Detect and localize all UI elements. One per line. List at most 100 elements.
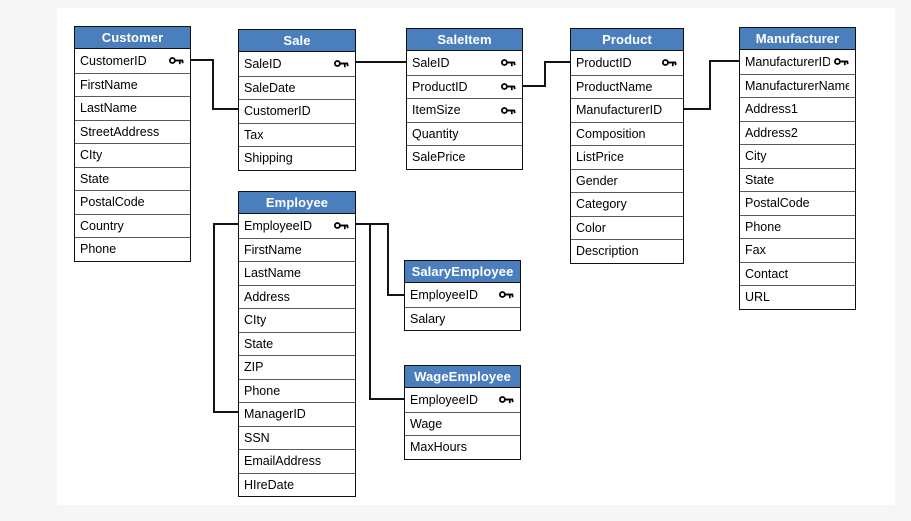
connector-employee-wageemployee[interactable] [356, 223, 405, 400]
field-row-wage[interactable]: Wage [405, 411, 520, 435]
field-label: LastName [80, 101, 137, 116]
field-row-zip[interactable]: ZIP [239, 355, 355, 379]
field-row-phone[interactable]: Phone [239, 378, 355, 402]
field-row-lastname[interactable]: LastName [239, 261, 355, 285]
field-row-manufacturerid[interactable]: ManufacturerID [740, 50, 855, 74]
field-row-category[interactable]: Category [571, 192, 683, 216]
field-row-maxhours[interactable]: MaxHours [405, 435, 520, 459]
field-row-state[interactable]: State [75, 166, 190, 190]
table-header-employee[interactable]: Employee [239, 192, 355, 214]
table-header-salaryemployee[interactable]: SalaryEmployee [405, 261, 520, 283]
field-label: State [80, 171, 110, 186]
field-row-city[interactable]: CIty [239, 308, 355, 332]
field-row-state[interactable]: State [740, 167, 855, 191]
field-row-tax[interactable]: Tax [239, 122, 355, 146]
field-row-postalcode[interactable]: PostalCode [740, 191, 855, 215]
field-row-employeeid[interactable]: EmployeeID [239, 214, 355, 238]
field-label: ManufacturerName [745, 78, 849, 93]
field-row-quantity[interactable]: Quantity [407, 121, 522, 145]
field-row-phone[interactable]: Phone [740, 214, 855, 238]
field-row-customerid[interactable]: CustomerID [239, 99, 355, 123]
connector-employee-salaryemployee[interactable] [356, 223, 405, 296]
field-row-address[interactable]: Address [239, 284, 355, 308]
field-label: Description [576, 244, 639, 259]
table-header-product[interactable]: Product [571, 29, 683, 51]
field-row-hiredate[interactable]: HIreDate [239, 472, 355, 496]
key-icon [499, 291, 514, 299]
field-row-description[interactable]: Description [571, 239, 683, 263]
field-label: Wage [410, 416, 443, 431]
field-label: SaleID [244, 56, 282, 71]
table-header-wageemployee[interactable]: WageEmployee [405, 366, 520, 388]
field-row-contact[interactable]: Contact [740, 261, 855, 285]
field-row-productname[interactable]: ProductName [571, 74, 683, 98]
field-row-fax[interactable]: Fax [740, 238, 855, 262]
field-label: SalePrice [412, 150, 466, 165]
field-row-manufacturername[interactable]: ManufacturerName [740, 73, 855, 97]
field-row-address1[interactable]: Address1 [740, 97, 855, 121]
field-row-phone[interactable]: Phone [75, 237, 190, 261]
field-row-url[interactable]: URL [740, 285, 855, 309]
field-label: Shipping [244, 151, 293, 166]
field-row-city[interactable]: City [740, 144, 855, 168]
table-header-customer[interactable]: Customer [75, 27, 190, 49]
table-header-manufacturer[interactable]: Manufacturer [740, 28, 855, 50]
field-row-shipping[interactable]: Shipping [239, 146, 355, 170]
key-icon [334, 222, 349, 230]
field-row-ssn[interactable]: SSN [239, 425, 355, 449]
table-header-sale[interactable]: Sale [239, 30, 355, 52]
field-row-customerid[interactable]: CustomerID [75, 49, 190, 73]
field-label: State [745, 172, 775, 187]
field-row-composition[interactable]: Composition [571, 121, 683, 145]
field-row-postalcode[interactable]: PostalCode [75, 190, 190, 214]
field-label: ProductName [576, 79, 653, 94]
table-header-saleitem[interactable]: SaleItem [407, 29, 522, 51]
field-row-saleid[interactable]: SaleID [239, 52, 355, 76]
field-label: ZIP [244, 360, 264, 375]
connector-saleitem-product[interactable] [522, 61, 571, 87]
field-row-city[interactable]: CIty [75, 143, 190, 167]
table-manufacturer[interactable]: Manufacturer ManufacturerID ManufacturerN… [739, 27, 856, 310]
field-row-saleid[interactable]: SaleID [407, 51, 522, 75]
field-row-productid[interactable]: ProductID [571, 51, 683, 75]
field-label: URL [745, 290, 771, 305]
connector-product-manufacturer[interactable] [683, 60, 740, 110]
field-row-listprice[interactable]: ListPrice [571, 145, 683, 169]
field-row-saledate[interactable]: SaleDate [239, 75, 355, 99]
field-row-country[interactable]: Country [75, 213, 190, 237]
field-row-emailaddress[interactable]: EmailAddress [239, 449, 355, 473]
field-row-firstname[interactable]: FirstName [75, 72, 190, 96]
key-icon [501, 83, 516, 91]
field-row-address2[interactable]: Address2 [740, 120, 855, 144]
field-label: Composition [576, 126, 646, 141]
field-row-lastname[interactable]: LastName [75, 96, 190, 120]
field-label: Phone [244, 383, 281, 398]
field-row-productid[interactable]: ProductID [407, 74, 522, 98]
field-row-employeeid[interactable]: EmployeeID [405, 283, 520, 307]
field-label: Category [576, 197, 627, 212]
field-row-firstname[interactable]: FirstName [239, 237, 355, 261]
connector-customer-sale[interactable] [190, 59, 240, 110]
field-row-employeeid[interactable]: EmployeeID [405, 388, 520, 412]
field-label: SSN [244, 430, 270, 445]
field-label: ItemSize [412, 103, 461, 118]
connector-employee-self-managerid[interactable] [213, 223, 239, 413]
field-label: PostalCode [80, 195, 145, 210]
field-row-manufacturerid[interactable]: ManufacturerID [571, 98, 683, 122]
field-row-color[interactable]: Color [571, 215, 683, 239]
field-row-saleprice[interactable]: SalePrice [407, 145, 522, 169]
field-row-streetaddress[interactable]: StreetAddress [75, 119, 190, 143]
field-row-itemsize[interactable]: ItemSize [407, 98, 522, 122]
field-row-state[interactable]: State [239, 331, 355, 355]
field-label: ManagerID [244, 407, 306, 422]
field-row-gender[interactable]: Gender [571, 168, 683, 192]
field-row-salary[interactable]: Salary [405, 306, 520, 330]
field-row-managerid[interactable]: ManagerID [239, 402, 355, 426]
